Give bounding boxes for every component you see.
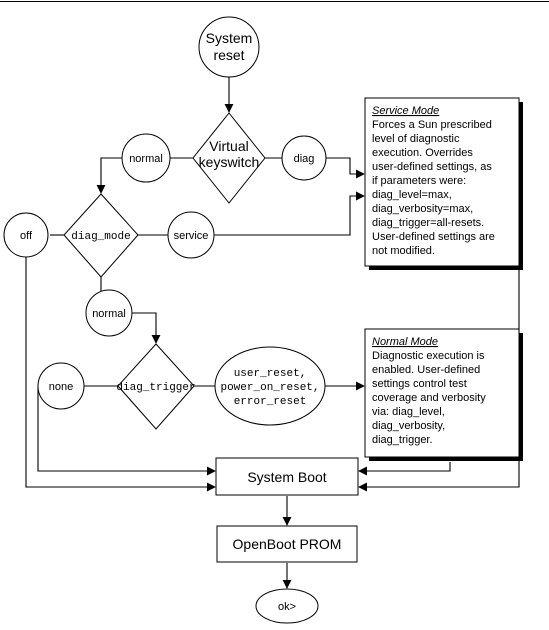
service-label: service: [174, 230, 209, 242]
diag-label: diag: [294, 153, 315, 165]
service-mode-line-3: execution. Overrides: [372, 147, 473, 159]
ok-prompt-node: ok>: [255, 588, 319, 624]
openboot-prom-label: OpenBoot PROM: [233, 536, 342, 552]
normal-mode-title: Normal Mode: [372, 336, 438, 348]
virtual-keyswitch-label-line1: Virtual: [209, 138, 248, 154]
normal-mode-line-6: diag_verbosity,: [372, 420, 445, 432]
connector-normal-to-diagtrigger: [132, 312, 161, 344]
diag-node: diag: [281, 135, 327, 181]
service-node: service: [167, 211, 215, 259]
connector-service-to-service-box: [214, 191, 365, 236]
normal-mode-line-7: diag_trigger.: [372, 434, 433, 446]
connector-normal-box-to-boot: [358, 462, 451, 476]
service-mode-line-5: if parameters were:: [372, 175, 466, 187]
normal-label-diagmode: normal: [92, 308, 126, 320]
service-mode-line-7: diag_verbosity=max,: [372, 203, 473, 215]
normal-node-keyswitch: normal: [121, 133, 171, 183]
service-mode-line-1: Forces a Sun prescribed: [372, 119, 492, 131]
service-mode-line-9: User-defined settings are: [372, 231, 495, 243]
diag-trigger-decision: diag_trigger: [116, 343, 196, 430]
trigger-error-reset: error_reset: [234, 396, 307, 408]
system-boot-box: System Boot: [215, 457, 359, 496]
service-mode-line-6: diag_level=max,: [372, 189, 452, 201]
diag-mode-decision: diag_mode: [63, 193, 139, 278]
off-label: off: [20, 230, 33, 242]
normal-label-keyswitch: normal: [129, 153, 163, 165]
normal-mode-box: Normal Mode Diagnostic execution is enab…: [364, 328, 523, 461]
trigger-user-reset: user_reset,: [234, 368, 307, 380]
service-mode-title: Service Mode: [372, 105, 439, 117]
connector-none-to-boot: [37, 386, 216, 476]
diag-mode-label: diag_mode: [71, 231, 130, 243]
normal-mode-line-5: via: diag_level,: [372, 406, 445, 418]
none-node: none: [37, 362, 85, 410]
normal-node-diagmode: normal: [85, 289, 133, 337]
off-node: off: [3, 212, 49, 258]
normal-mode-line-3: settings control test: [372, 378, 467, 390]
service-mode-box: Service Mode Forces a Sun prescribed lev…: [364, 97, 523, 270]
ok-prompt-label: ok>: [278, 601, 296, 613]
connector-diag-to-service-box: [326, 157, 365, 179]
connector-off-to-boot: [25, 257, 216, 492]
system-reset-label-line2: reset: [213, 47, 244, 63]
normal-mode-line-1: Diagnostic execution is: [372, 350, 485, 362]
service-mode-line-10: not modified.: [372, 245, 435, 257]
normal-mode-line-2: enabled. User-defined: [372, 364, 480, 376]
service-mode-line-8: diag_trigger=all-resets.: [372, 217, 484, 229]
system-reset-label-line1: System: [206, 30, 253, 46]
system-reset-node: System reset: [198, 16, 260, 78]
service-mode-line-4: user-defined settings, as: [372, 161, 492, 173]
trigger-power-on-reset: power_on_reset,: [220, 382, 319, 394]
reset-triggers-node: user_reset, power_on_reset, error_reset: [214, 346, 326, 426]
none-label: none: [49, 381, 73, 393]
diag-trigger-label: diag_trigger: [116, 382, 195, 394]
openboot-prom-box: OpenBoot PROM: [216, 525, 358, 563]
service-mode-line-2: level of diagnostic: [372, 133, 460, 145]
system-boot-label: System Boot: [247, 469, 326, 485]
virtual-keyswitch-label-line2: keyswitch: [199, 154, 260, 170]
normal-mode-line-4: coverage and verbosity: [372, 392, 486, 404]
connector-normal-to-diagmode: [96, 157, 122, 194]
virtual-keyswitch-decision: Virtual keyswitch: [192, 112, 266, 204]
